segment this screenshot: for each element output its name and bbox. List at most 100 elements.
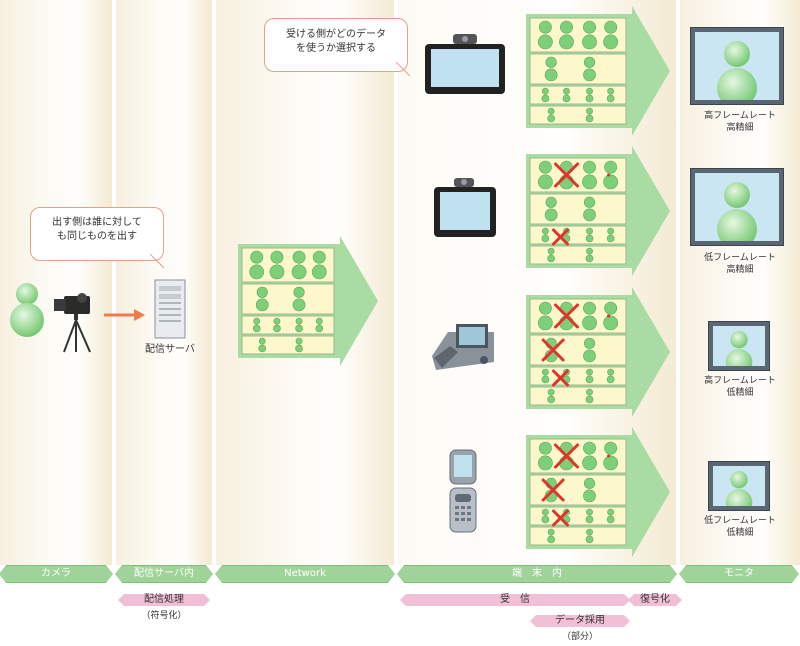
mobile-phone-icon <box>449 449 477 533</box>
monitor-3 <box>708 321 770 371</box>
cross-mark-icon <box>551 509 569 527</box>
monitor-4-label: 低フレームレート 低精細 <box>680 515 800 539</box>
person-figure-icon <box>717 41 757 100</box>
person-figure-icon <box>585 247 594 263</box>
person-figure-icon <box>585 528 594 544</box>
person-figure-icon <box>585 368 594 384</box>
person-figure-icon <box>541 368 550 384</box>
monitor-4-label-line-2: 低精細 <box>726 528 754 538</box>
process-delivery-sub: （符号化） <box>141 611 187 621</box>
person-figure-icon <box>725 471 753 506</box>
monitor-3-label-line-2: 低精細 <box>726 388 754 398</box>
data-row-2 <box>529 193 627 225</box>
monitor-1-screen <box>695 32 779 100</box>
person-figure-icon <box>585 87 594 103</box>
monitor-1-label: 高フレームレート 高精細 <box>680 110 800 134</box>
person-figure-icon <box>583 477 596 503</box>
monitor-4-label-line-1: 低フレームレート <box>704 516 776 526</box>
stage-terminal: 端 末 内 <box>397 565 677 583</box>
cross-mark-icon <box>551 228 569 246</box>
server-icon <box>154 279 186 339</box>
data-row-3 <box>241 315 335 335</box>
sender-bubble: 出す側は誰に対して も同じものを出す <box>30 207 164 261</box>
person-figure-icon <box>583 337 596 363</box>
person-figure-icon <box>582 441 597 471</box>
person-figure-icon <box>295 317 303 333</box>
data-row-4 <box>529 386 627 406</box>
person-figure-icon <box>603 301 619 331</box>
flow-arrow <box>104 309 145 321</box>
person-figure-icon <box>311 250 327 280</box>
receiver-bubble-line-1: 受ける側がどのデータ <box>286 29 386 40</box>
receiver-bubble-line-2: を使うか選択する <box>296 43 376 54</box>
stage-server: 配信サーバ内 <box>115 565 213 583</box>
person-figure-icon <box>255 286 269 312</box>
terminal-data-arrow-1 <box>526 6 670 136</box>
person-figure-icon <box>269 250 285 280</box>
monitor-2-label-line-2: 高精細 <box>726 265 754 275</box>
person-figure-icon <box>717 182 757 241</box>
person-figure-icon <box>583 56 596 82</box>
cross-mark-icon <box>553 303 579 329</box>
person-figure-icon <box>725 331 753 366</box>
cross-mark-icon <box>553 162 579 188</box>
person-figure-icon <box>537 20 553 50</box>
small-tv-terminal-icon <box>434 178 496 237</box>
monitor-1-label-line-1: 高フレームレート <box>704 111 776 121</box>
monitor-4 <box>708 461 770 511</box>
network-data-arrow <box>238 236 378 366</box>
monitor-2-label-line-1: 低フレームレート <box>704 253 776 263</box>
person-figure-icon <box>541 508 550 524</box>
person-figure-icon <box>603 160 619 190</box>
person-figure-icon <box>603 20 619 50</box>
sender-bubble-line-1: 出す側は誰に対して <box>52 217 142 228</box>
person-figure-icon <box>537 441 553 471</box>
monitor-3-label: 高フレームレート 低精細 <box>680 375 800 399</box>
data-row-2 <box>241 283 335 315</box>
cross-mark-icon <box>541 338 565 362</box>
data-row-4 <box>241 335 335 355</box>
data-row-4 <box>529 245 627 265</box>
person-figure-icon <box>315 317 324 333</box>
data-row-4 <box>529 105 627 125</box>
person-figure-icon <box>10 283 44 337</box>
terminal-data-arrow-2 <box>526 146 670 276</box>
person-figure-icon <box>582 160 597 190</box>
person-figure-icon <box>547 107 555 123</box>
person-figure-icon <box>547 247 555 263</box>
cross-mark-icon <box>541 478 565 502</box>
person-figure-icon <box>585 227 594 243</box>
person-figure-icon <box>249 250 265 280</box>
person-figure-icon <box>606 87 615 103</box>
person-figure-icon <box>559 20 574 50</box>
person-figure-icon <box>295 337 303 353</box>
monitor-3-screen <box>713 326 765 366</box>
data-row-2 <box>529 53 627 85</box>
person-figure-icon <box>273 317 281 333</box>
person-figure-icon <box>537 160 553 190</box>
person-figure-icon <box>603 441 619 471</box>
monitor-3-label-line-1: 高フレームレート <box>704 376 776 386</box>
person-figure-icon <box>547 528 555 544</box>
stage-camera: カメラ <box>0 565 113 583</box>
person-figure-icon <box>541 87 550 103</box>
person-figure-icon <box>541 227 550 243</box>
monitor-4-screen <box>713 466 765 506</box>
person-figure-icon <box>291 250 307 280</box>
terminal-data-arrow-3 <box>526 287 670 417</box>
person-figure-icon <box>537 301 553 331</box>
receiver-bubble-tail <box>396 62 411 77</box>
person-figure-icon <box>583 196 596 222</box>
person-figure-icon <box>562 87 571 103</box>
monitor-2-screen <box>695 173 779 241</box>
camera-icon <box>54 293 91 353</box>
sender-bubble-tail <box>150 254 165 269</box>
person-figure-icon <box>606 508 615 524</box>
data-row-2 <box>529 334 627 366</box>
process-delivery: 配信処理 <box>118 594 210 606</box>
stage-monitor: モニタ <box>679 565 799 583</box>
monitor-1 <box>690 27 784 105</box>
cross-mark-icon <box>553 443 579 469</box>
tv-terminal-icon <box>425 34 505 94</box>
person-figure-icon <box>258 337 267 353</box>
